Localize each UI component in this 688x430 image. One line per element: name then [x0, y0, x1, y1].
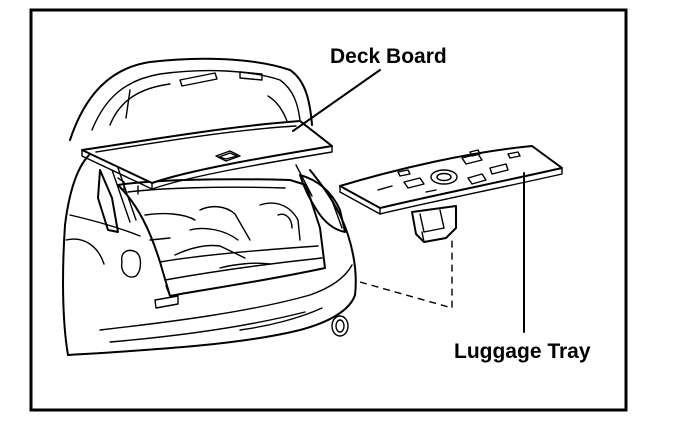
car-rear-illustration [62, 57, 357, 356]
alignment-dashed-line [359, 240, 453, 309]
luggage-tray-illustration [339, 145, 563, 243]
deck-board-illustration [81, 120, 333, 195]
luggage-tray-label: Luggage Tray [454, 340, 591, 363]
deck-board-leader-line [292, 69, 381, 132]
diagram-frame [29, 8, 628, 412]
deck-board-label: Deck Board [330, 45, 447, 68]
